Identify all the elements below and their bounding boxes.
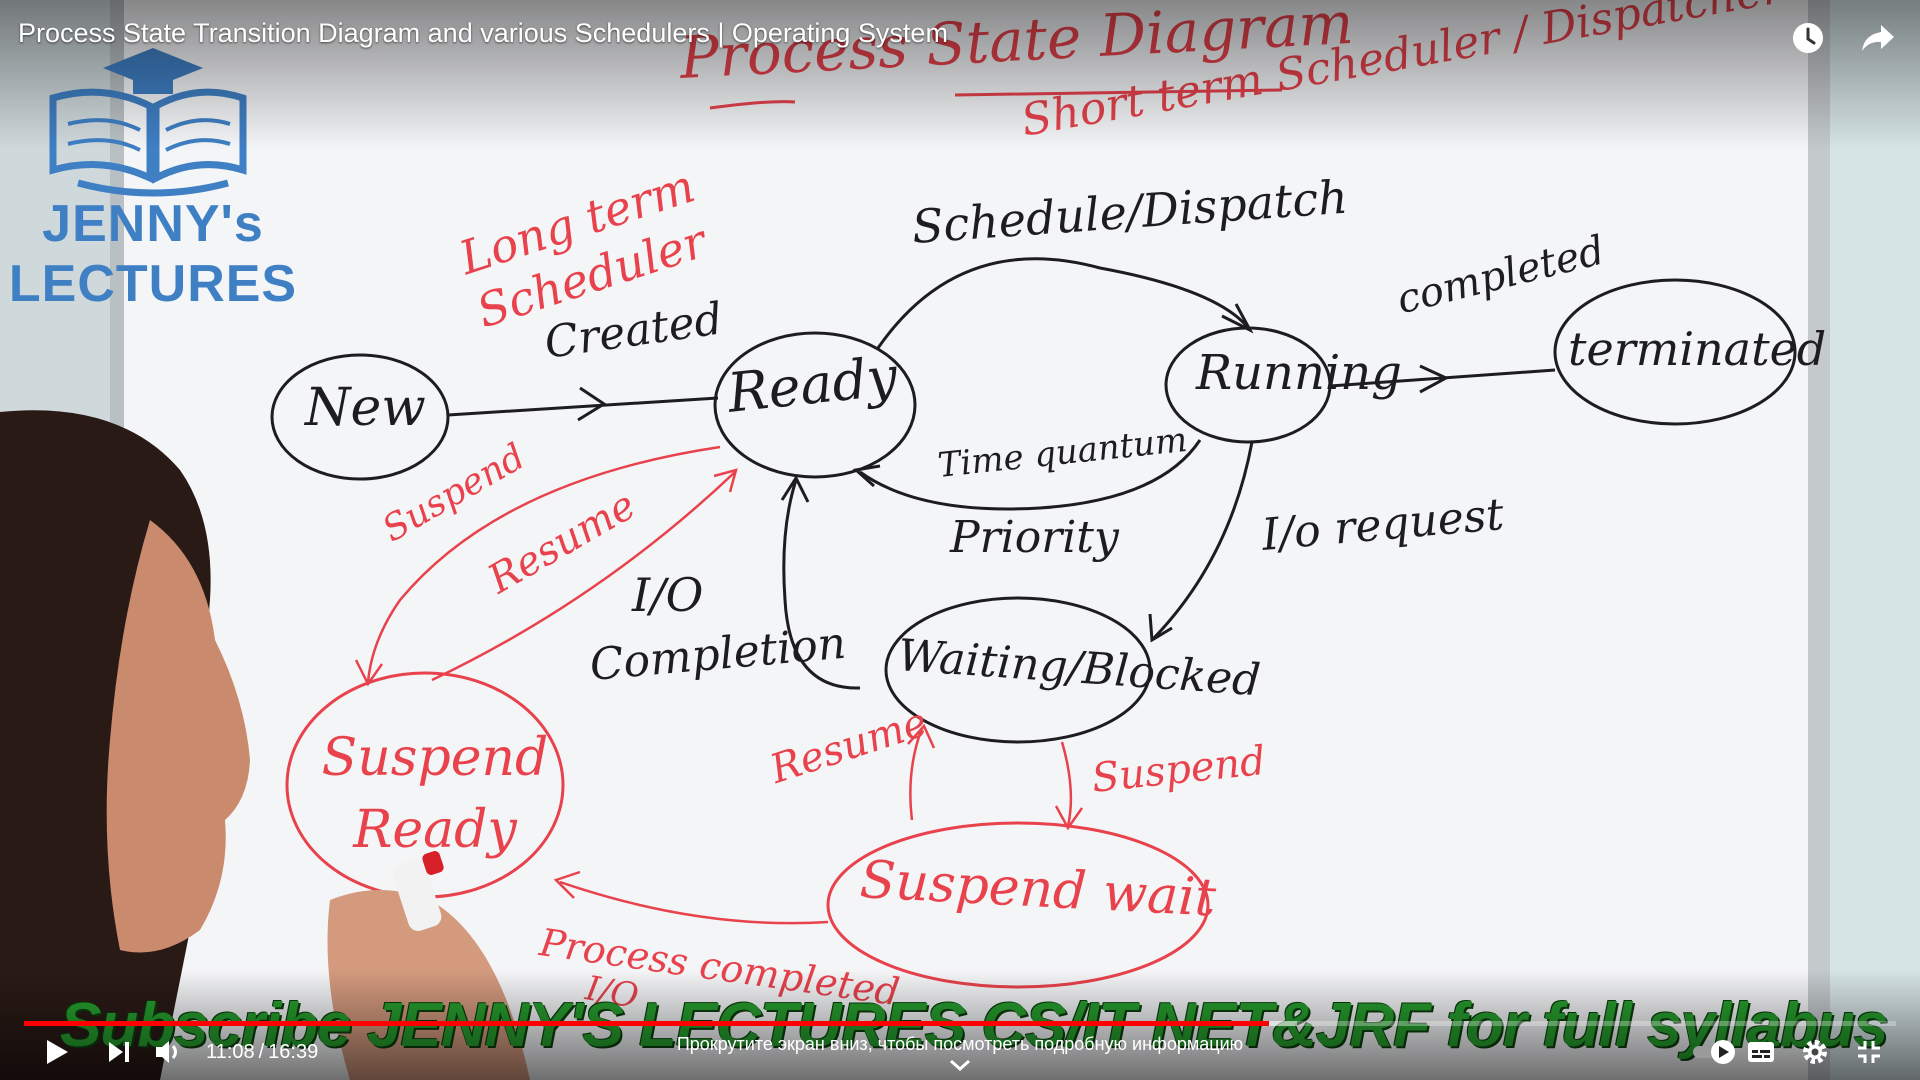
state-running-label: Running — [1196, 345, 1402, 401]
transition-priority: Priority — [950, 512, 1119, 563]
state-ready-ellipse — [713, 331, 917, 479]
settings-button[interactable] — [1790, 1030, 1840, 1074]
arrow-time-quantum-head — [852, 464, 881, 488]
progress-bar[interactable] — [24, 1021, 1896, 1026]
arrow-new-to-ready — [447, 396, 719, 417]
current-time: 11:08 — [206, 1041, 255, 1063]
channel-logo: JENNY's LECTURES — [8, 28, 298, 328]
progress-played — [24, 1021, 1269, 1026]
arrow-io-request-head — [1148, 613, 1173, 643]
arrow-suspend-bottom-head — [1054, 805, 1084, 831]
arrow-dispatch — [876, 257, 1252, 349]
transition-io-completion-line1: I/O — [632, 568, 704, 622]
time-separator: / — [258, 1041, 265, 1063]
marker-pen — [392, 859, 442, 931]
logo-line-2: LECTURES — [8, 255, 298, 313]
arrow-resume-left-head — [713, 468, 738, 493]
arrow-io-completion-head — [780, 474, 810, 503]
play-button[interactable] — [32, 1030, 82, 1074]
state-new-ellipse — [270, 353, 450, 481]
watch-later-icon — [1793, 23, 1823, 53]
state-waiting-ellipse — [884, 596, 1152, 744]
exit-fullscreen-button[interactable] — [1844, 1030, 1894, 1074]
video-title[interactable]: Process State Transition Diagram and var… — [18, 18, 948, 48]
arrow-resume-left — [431, 471, 736, 682]
wall-right — [1830, 0, 1920, 1080]
arrow-suspend-left — [366, 445, 721, 683]
book-graduation-cap-icon — [49, 48, 247, 197]
play-icon — [47, 1040, 68, 1064]
settings-icon — [1803, 1040, 1827, 1064]
subtitles-button[interactable] — [1736, 1030, 1786, 1074]
arrow-process-completed-head — [553, 870, 581, 899]
next-icon — [109, 1042, 129, 1062]
exit-fullscreen-icon — [1858, 1041, 1880, 1063]
arrow-io-request — [1150, 441, 1254, 642]
heading-underline — [709, 88, 1283, 110]
watch-later-button[interactable] — [1784, 14, 1832, 62]
arrow-resume-bottom-head — [907, 723, 936, 749]
duration: 16:39 — [268, 1041, 319, 1063]
arrow-completed-head — [1419, 364, 1450, 394]
arrow-new-to-ready-head — [577, 386, 607, 422]
share-icon — [1862, 25, 1894, 51]
time-display: 11:08/16:39 — [206, 1041, 318, 1064]
next-button[interactable] — [94, 1030, 144, 1074]
state-terminated-ellipse — [1553, 278, 1797, 426]
arrow-process-completed — [559, 880, 829, 925]
arrow-resume-bottom — [909, 727, 924, 821]
subtitles-icon — [1748, 1042, 1774, 1062]
state-terminated-label: terminated — [1568, 322, 1827, 376]
autoplay-toggle-icon — [1693, 1040, 1735, 1064]
scroll-hint[interactable]: Прокрутите экран вниз, чтобы посмотреть … — [676, 1034, 1244, 1054]
logo-line-1: JENNY's — [42, 195, 264, 253]
arrow-suspend-bottom — [1060, 741, 1073, 827]
player-controls: 11:08/16:39 Прокрутите экран вниз, чтобы… — [0, 1030, 1920, 1080]
board-frame-right — [1808, 0, 1830, 1080]
arrow-dispatch-head — [1221, 303, 1254, 334]
share-button[interactable] — [1854, 14, 1902, 62]
volume-button[interactable] — [144, 1030, 194, 1074]
state-suspend-ready-label: Suspend Ready — [321, 728, 549, 860]
chevron-down-icon[interactable] — [948, 1058, 972, 1072]
arrow-time-quantum — [859, 439, 1202, 511]
state-new-label: New — [305, 378, 426, 438]
presenter-face — [106, 520, 251, 953]
arrow-suspend-left-head — [354, 659, 384, 687]
marker-pen-tip — [422, 851, 444, 875]
arrow-io-completion — [782, 479, 861, 690]
volume-icon — [156, 1041, 177, 1063]
top-actions — [1784, 14, 1902, 62]
autoplay-toggle[interactable] — [1684, 1030, 1744, 1074]
